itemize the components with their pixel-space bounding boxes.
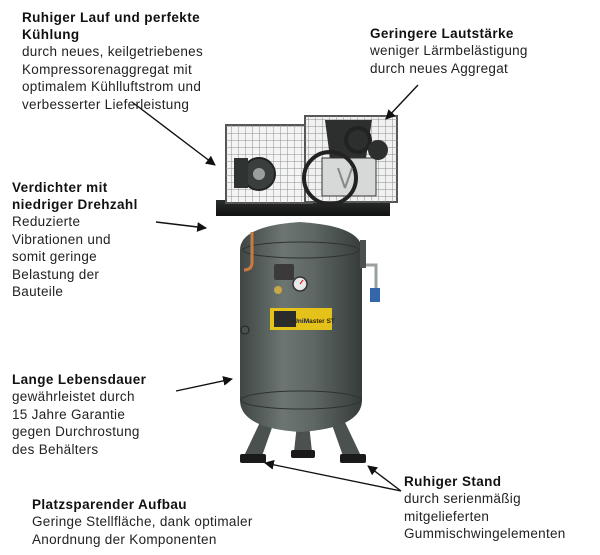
- callout-cooling-title: Ruhiger Lauf und perfekte Kühlung: [22, 10, 201, 42]
- arrow-life: [175, 376, 233, 392]
- callout-line: verbesserter Lieferleistung: [22, 96, 190, 112]
- rubber-foot-right: [340, 454, 366, 463]
- arrow-cooling: [131, 101, 216, 166]
- callout-speed: Verdichter mit niedriger Drehzahl Reduzi…: [12, 179, 172, 301]
- callout-line: des Behälters: [12, 441, 99, 457]
- flywheel-icon: [302, 150, 358, 206]
- callout-line: Belastung der: [12, 266, 100, 282]
- rubber-foot-left: [240, 454, 266, 463]
- callout-stand: Ruhiger Stand durch serienmäßig mitgelie…: [404, 473, 594, 543]
- callout-line: Geringe Stellfläche, dank optimaler: [32, 514, 253, 529]
- arrow-noise: [385, 84, 419, 120]
- callout-line: durch neues Aggregat: [370, 60, 509, 76]
- valve-icon: [274, 286, 282, 294]
- callout-life: Lange Lebensdauer gewährleistet durch 15…: [12, 371, 182, 458]
- callout-noise: Geringere Lautstärke weniger Lärmbelästi…: [370, 25, 590, 77]
- belt-guard: [225, 124, 313, 204]
- callout-line: Kompressorenaggregat mit: [22, 61, 193, 77]
- callout-line: Anordnung der Komponenten: [32, 531, 217, 547]
- callout-line: Gummischwingelementen: [404, 526, 566, 541]
- callout-speed-title: Verdichter mit niedriger Drehzahl: [12, 180, 138, 212]
- callout-line: mitgelieferten: [404, 508, 490, 524]
- rubber-foot-center: [291, 450, 315, 458]
- callout-line: Bauteile: [12, 284, 64, 299]
- callout-line: Vibrationen und: [12, 231, 111, 247]
- callout-line: weniger Lärmbelästigung: [370, 43, 528, 58]
- callout-line: gegen Durchrostung: [12, 424, 140, 439]
- callout-space: Platzsparender Aufbau Geringe Stellfläch…: [32, 496, 302, 548]
- callout-arrows: [131, 84, 419, 492]
- callout-line: optimalem Kühlluftstrom und: [22, 79, 202, 94]
- callout-stand-title: Ruhiger Stand: [404, 474, 502, 489]
- callout-noise-title: Geringere Lautstärke: [370, 26, 514, 41]
- air-tank: UniMaster ST: [240, 222, 380, 432]
- tank-feet: [240, 418, 366, 463]
- outlet-valve-icon: [370, 288, 380, 302]
- callout-line: durch neues, keilgetriebenes: [22, 44, 204, 59]
- pressure-switch-icon: [274, 264, 294, 280]
- arrow-stand-left: [264, 459, 402, 492]
- callout-line: durch serienmäßig: [404, 491, 521, 506]
- callout-space-title: Platzsparender Aufbau: [32, 497, 187, 512]
- callout-line: gewährleistet durch: [12, 389, 135, 404]
- callout-line: 15 Jahre Garantie: [12, 406, 126, 422]
- callout-cooling: Ruhiger Lauf und perfekte Kühlung durch …: [22, 9, 237, 113]
- product-label-text: UniMaster ST: [293, 318, 335, 325]
- callout-life-title: Lange Lebensdauer: [12, 372, 147, 387]
- arrow-speed: [155, 221, 207, 232]
- callout-line: Reduzierte: [12, 214, 81, 229]
- callout-line: somit geringe: [12, 249, 97, 264]
- arrow-stand-right: [367, 465, 402, 492]
- pump-block: [302, 115, 398, 206]
